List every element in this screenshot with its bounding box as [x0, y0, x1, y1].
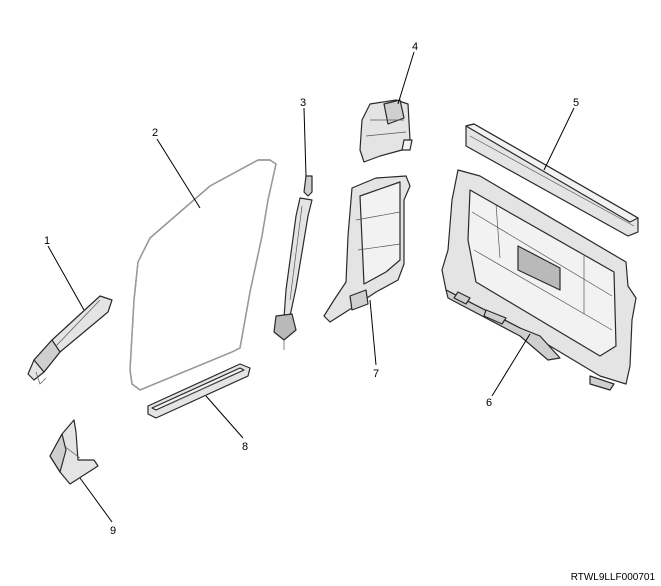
leader-2: [156, 138, 201, 209]
part-7-quarter-lower-trim: [323, 175, 411, 323]
leader-1: [47, 245, 85, 311]
callout-5: 5: [573, 97, 579, 109]
part-8-scuff-plate: [147, 363, 251, 419]
leader-3: [303, 107, 307, 177]
leader-lines: [47, 51, 575, 523]
leader-5: [543, 107, 575, 171]
part-4-upper-quarter-trim: [359, 99, 413, 163]
leader-8: [205, 395, 244, 439]
callout-3: 3: [300, 97, 306, 109]
callout-1: 1: [44, 235, 50, 247]
callout-numbers: 1 2 3 4 5 6 7 8 9: [44, 41, 579, 537]
callout-8: 8: [242, 441, 248, 453]
part-5-rear-header-trim: [465, 123, 639, 237]
part-6-rear-panel-trim: [441, 169, 637, 391]
leader-7: [369, 299, 377, 366]
part-2-door-weatherstrip: [129, 159, 277, 391]
callout-2: 2: [152, 127, 158, 139]
callout-4: 4: [412, 41, 418, 53]
part-1-front-pillar-trim: [27, 295, 113, 385]
leader-9: [79, 477, 113, 523]
part-9-lower-pillar-cover: [49, 419, 99, 485]
reference-code: RTWL9LLF000701: [570, 572, 655, 583]
callout-9: 9: [110, 525, 116, 537]
callout-7: 7: [373, 368, 379, 380]
callout-6: 6: [486, 397, 492, 409]
leader-6: [491, 333, 531, 397]
leader-4: [397, 51, 415, 105]
part-3-seat-belt: [273, 175, 313, 350]
